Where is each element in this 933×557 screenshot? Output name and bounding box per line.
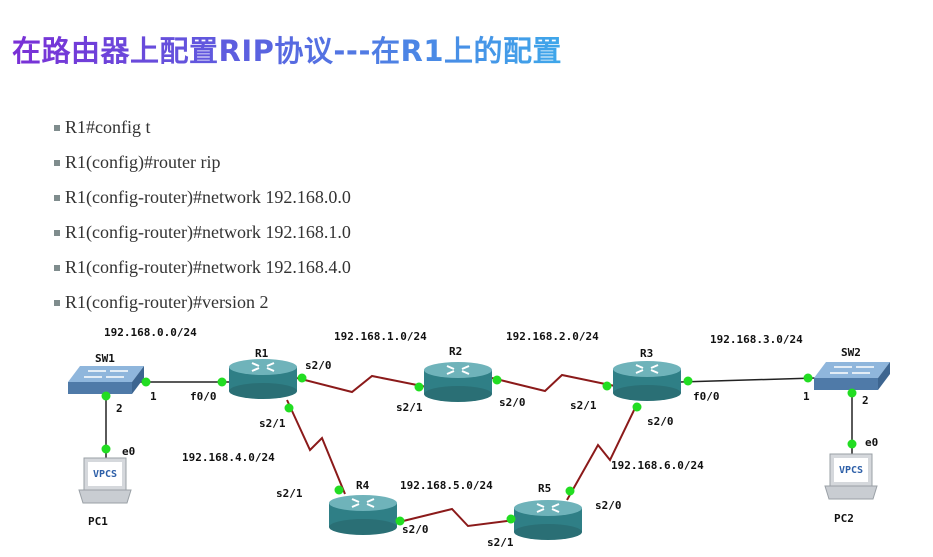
command-text: R1(config-router)#network 192.168.1.0 <box>65 222 351 242</box>
router-r1-icon[interactable] <box>228 359 298 399</box>
network-label: 192.168.5.0/24 <box>400 479 493 492</box>
command-item: R1#config t <box>54 110 351 145</box>
bullet-icon <box>54 194 60 201</box>
port-label: f0/0 <box>693 390 720 403</box>
command-text: R1(config-router)#version 2 <box>65 292 269 312</box>
bullet-icon <box>54 229 60 236</box>
command-item: R1(config-router)#version 2 <box>54 285 351 320</box>
port-dot <box>297 373 307 383</box>
command-item: R1(config-router)#network 192.168.4.0 <box>54 250 351 285</box>
port-dot <box>414 382 424 392</box>
port-dot <box>334 485 344 495</box>
pc2-icon[interactable] <box>824 453 878 500</box>
port-dot <box>284 403 294 413</box>
port-label: 1 <box>150 390 157 403</box>
network-label: 192.168.4.0/24 <box>182 451 275 464</box>
router-r3-icon[interactable] <box>612 361 682 401</box>
port-label: s2/0 <box>499 396 526 409</box>
port-label: s2/0 <box>402 523 429 536</box>
link-r1-r2 <box>296 374 428 394</box>
command-text: R1(config-router)#network 192.168.4.0 <box>65 257 351 277</box>
device-label-sw2: SW2 <box>841 346 861 359</box>
command-text: R1(config-router)#network 192.168.0.0 <box>65 187 351 207</box>
pc2-screen-label: VPCS <box>839 465 863 476</box>
port-label: 2 <box>862 394 869 407</box>
port-dot <box>492 375 502 385</box>
device-label-r2: R2 <box>449 345 462 358</box>
device-label-r1: R1 <box>255 347 269 360</box>
port-label: e0 <box>122 445 135 458</box>
link-r2-r3 <box>491 373 616 393</box>
port-label: s2/1 <box>396 401 423 414</box>
switch-sw1-icon[interactable] <box>67 365 145 395</box>
command-text: R1#config t <box>65 117 151 137</box>
port-dot <box>803 373 813 383</box>
network-label: 192.168.0.0/24 <box>104 326 197 339</box>
device-label-pc1: PC1 <box>88 515 108 528</box>
port-label: s2/1 <box>487 536 514 549</box>
port-dot <box>847 388 857 398</box>
port-label: s2/1 <box>570 399 597 412</box>
command-list: R1#config t R1(config)#router rip R1(con… <box>54 110 351 320</box>
bullet-icon <box>54 159 60 166</box>
device-label-pc2: PC2 <box>834 512 854 525</box>
slide-title: 在路由器上配置RIP协议---在R1上的配置 <box>12 28 562 70</box>
router-r4-icon[interactable] <box>328 495 398 535</box>
port-label: s2/0 <box>305 359 332 372</box>
device-label-r5: R5 <box>538 482 551 495</box>
port-label: e0 <box>865 436 878 449</box>
port-dot <box>506 514 516 524</box>
network-label: 192.168.1.0/24 <box>334 330 427 343</box>
port-label: s2/0 <box>595 499 622 512</box>
pc1-icon[interactable] <box>78 457 132 504</box>
pc1-screen-label: VPCS <box>93 469 117 480</box>
command-item: R1(config-router)#network 192.168.0.0 <box>54 180 351 215</box>
bullet-icon <box>54 264 60 271</box>
port-dot <box>602 381 612 391</box>
device-label-r3: R3 <box>640 347 653 360</box>
bullet-icon <box>54 299 60 306</box>
port-label: 1 <box>803 390 810 403</box>
port-dot <box>632 402 642 412</box>
port-dot <box>683 376 693 386</box>
port-dot <box>217 377 227 387</box>
command-text: R1(config)#router rip <box>65 152 221 172</box>
port-dot <box>101 444 111 454</box>
port-label: s2/1 <box>276 487 303 500</box>
port-dot <box>847 439 857 449</box>
network-label: 192.168.2.0/24 <box>506 330 599 343</box>
link-r3-sw2 <box>679 377 816 383</box>
port-label: s2/1 <box>259 417 286 430</box>
router-r2-icon[interactable] <box>423 362 493 402</box>
switch-sw2-icon[interactable] <box>813 361 891 391</box>
port-dot <box>565 486 575 496</box>
link-r4-r5 <box>394 507 524 528</box>
bullet-icon <box>54 124 60 131</box>
network-label: 192.168.6.0/24 <box>611 459 704 472</box>
link-r1-r4 <box>286 399 346 495</box>
command-item: R1(config-router)#network 192.168.1.0 <box>54 215 351 250</box>
port-label: 2 <box>116 402 123 415</box>
port-dot <box>101 391 111 401</box>
port-label: s2/0 <box>647 415 674 428</box>
device-label-sw1: SW1 <box>95 352 115 365</box>
command-item: R1(config)#router rip <box>54 145 351 180</box>
port-dot <box>141 377 151 387</box>
router-r5-icon[interactable] <box>513 500 583 540</box>
network-label: 192.168.3.0/24 <box>710 333 803 346</box>
link-r3-r5 <box>566 403 638 501</box>
device-label-r4: R4 <box>356 479 370 492</box>
port-label: f0/0 <box>190 390 217 403</box>
port-dot <box>395 516 405 526</box>
